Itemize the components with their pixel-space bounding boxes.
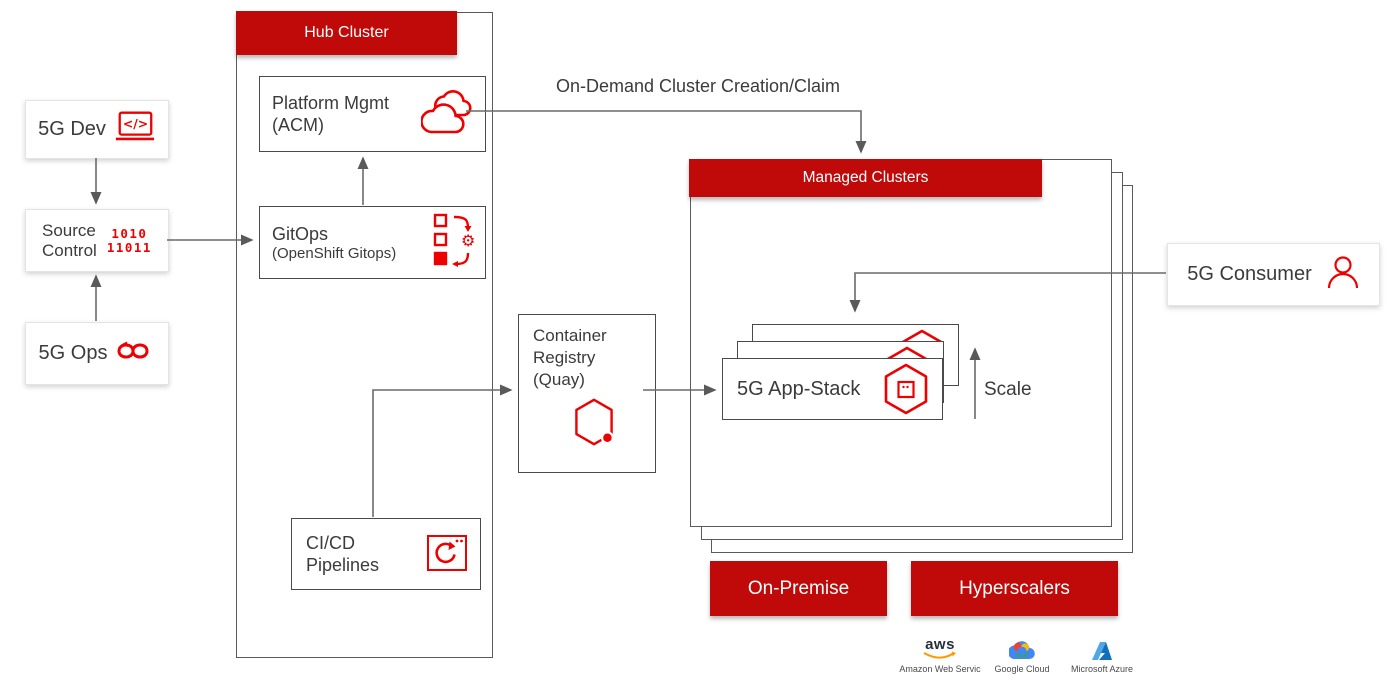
aws-smile-icon — [923, 651, 956, 659]
container-registry-label: Container Registry (Quay) — [533, 325, 607, 391]
managed-clusters-title: Managed Clusters — [802, 169, 929, 186]
5g-ops-label: 5G Ops — [38, 342, 108, 364]
google-cloud-caption: Google Cloud — [994, 664, 1050, 674]
hub-cluster-banner: Hub Cluster — [236, 11, 457, 55]
svg-text:⚙: ⚙ — [461, 231, 475, 250]
platform-mgmt-line1: Platform Mgmt — [272, 92, 390, 113]
google-cloud-icon — [1009, 641, 1035, 660]
hub-cluster-title: Hub Cluster — [304, 24, 389, 41]
gitops-line2: (OpenShift Gitops) — [272, 245, 397, 263]
gitops-icon: ⚙ — [433, 211, 477, 274]
binary-line2: 11011 — [106, 239, 152, 255]
5g-dev-label: 5G Dev — [38, 118, 106, 140]
scale-label: Scale — [984, 379, 1032, 400]
hyperscalers-label: Hyperscalers — [959, 577, 1070, 599]
aws-wordmark: aws — [925, 636, 955, 653]
binary-line1: 1010 — [111, 225, 148, 241]
microsoft-azure-caption: Microsoft Azure — [1070, 664, 1134, 674]
on-premise-label: On-Premise — [747, 577, 850, 599]
5g-consumer-label: 5G Consumer — [1187, 263, 1312, 285]
code-laptop-icon: </> — [114, 109, 156, 150]
microsoft-azure-icon — [1092, 642, 1112, 660]
double-cloud-icon — [420, 86, 477, 143]
cicd-label: CI/CD Pipelines — [306, 532, 379, 577]
platform-mgmt-line2: (ACM) — [272, 115, 324, 135]
managed-clusters-banner: Managed Clusters — [689, 159, 1042, 197]
pipelines-refresh-icon — [424, 529, 470, 580]
aws-caption: Amazon Web Servic — [899, 664, 981, 674]
on-premise-banner: On-Premise — [710, 561, 887, 616]
5g-dev-card: 5G Dev </> — [25, 100, 169, 159]
container-registry-box: Container Registry (Quay) — [518, 314, 656, 473]
source-control-line2: Control — [42, 240, 97, 260]
platform-mgmt-box: Platform Mgmt (ACM) — [259, 76, 486, 152]
binary-icon: 1010 11011 — [106, 225, 152, 255]
5g-consumer-card: 5G Consumer — [1167, 243, 1380, 306]
microsoft-azure-logo: Microsoft Azure — [1056, 626, 1148, 674]
app-stack-front: 5G App-Stack — [722, 358, 943, 420]
source-control-line1: Source — [42, 220, 96, 240]
hyperscalers-banner: Hyperscalers — [911, 561, 1118, 616]
gitops-line1: GitOps — [272, 223, 329, 244]
svg-text:</>: </> — [123, 116, 148, 131]
cicd-pipelines-box: CI/CD Pipelines — [291, 518, 481, 590]
cicd-line1: CI/CD — [306, 532, 355, 553]
app-stack-label: 5G App-Stack — [737, 377, 861, 400]
arrow-acm-to-managedclusters — [466, 110, 867, 154]
container-registry-line2: Registry — [533, 348, 596, 368]
gitops-box: GitOps (OpenShift Gitops) ⚙ — [259, 206, 486, 279]
5g-ops-card: 5G Ops — [25, 322, 169, 385]
google-cloud-logo: Google Cloud — [976, 626, 1068, 674]
gitops-label: GitOps (OpenShift Gitops) — [272, 223, 396, 263]
devops-infinity-icon — [111, 338, 155, 369]
app-hexagon-icon — [882, 363, 930, 420]
source-control-label: Source Control — [42, 221, 97, 261]
aws-logo: aws Amazon Web Servic — [894, 626, 986, 674]
on-demand-label: On-Demand Cluster Creation/Claim — [555, 76, 841, 96]
container-registry-line1: Container — [533, 326, 607, 345]
quay-hexagon-icon — [571, 397, 617, 452]
cicd-line2: Pipelines — [306, 555, 380, 575]
container-registry-line3: (Quay) — [533, 370, 585, 390]
source-control-card: Source Control 1010 11011 — [25, 209, 169, 272]
person-icon — [1326, 254, 1360, 295]
platform-mgmt-label: Platform Mgmt (ACM) — [272, 92, 389, 137]
